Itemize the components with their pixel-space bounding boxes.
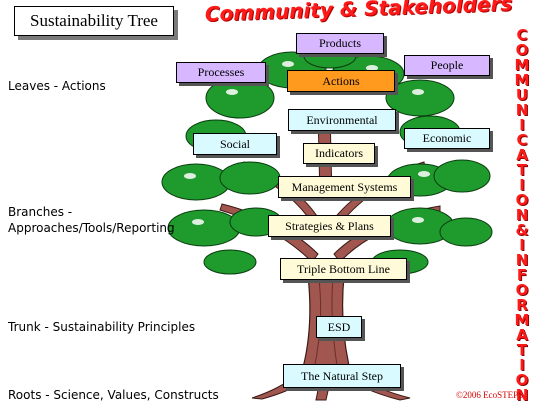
vertical-banner-letter: O bbox=[515, 191, 529, 209]
label-leaves: Leaves - Actions bbox=[8, 79, 106, 93]
label-branches-line2: Approaches/Tools/Reporting bbox=[8, 221, 175, 235]
vertical-banner-letter: A bbox=[516, 326, 528, 344]
label-roots: Roots - Science, Values, Constructs bbox=[8, 388, 219, 402]
vertical-banner-letter: I bbox=[519, 176, 525, 194]
label-branches-line1: Branches - bbox=[8, 205, 73, 219]
node-natural-step: The Natural Step bbox=[283, 364, 401, 388]
vertical-banner-letter: T bbox=[516, 161, 528, 179]
vertical-banner-letter: A bbox=[516, 146, 528, 164]
vertical-banner-letter: O bbox=[515, 371, 529, 389]
vertical-banner-letter: U bbox=[515, 86, 529, 104]
vertical-banner-letter: M bbox=[514, 311, 530, 329]
vertical-banner-letter: R bbox=[516, 296, 528, 314]
vertical-banner-letter: N bbox=[515, 251, 529, 269]
node-triple-bottom-line: Triple Bottom Line bbox=[280, 258, 407, 280]
tree-foliage bbox=[161, 43, 493, 275]
node-strategies-plans: Strategies & Plans bbox=[268, 215, 391, 237]
node-economic: Economic bbox=[404, 128, 490, 149]
node-management-systems: Management Systems bbox=[278, 176, 411, 198]
vertical-banner-letter: C bbox=[516, 131, 528, 149]
vertical-banner-letter: N bbox=[515, 386, 529, 404]
node-environmental: Environmental bbox=[288, 109, 396, 131]
vertical-banner-letter: M bbox=[514, 56, 530, 74]
node-indicators: Indicators bbox=[303, 143, 375, 164]
node-people: People bbox=[404, 55, 490, 76]
vertical-banner-letter: & bbox=[515, 221, 529, 239]
copyright-text: ©2006 EcoSTEPS bbox=[456, 390, 524, 400]
vertical-banner-letter: O bbox=[515, 281, 529, 299]
vertical-banner-letter: N bbox=[515, 101, 529, 119]
vertical-banner-letter: T bbox=[516, 341, 528, 359]
node-esd: ESD bbox=[316, 316, 362, 338]
vertical-banner-letter: N bbox=[515, 206, 529, 224]
vertical-banner-letter: M bbox=[514, 71, 530, 89]
node-actions: Actions bbox=[287, 70, 395, 92]
node-products: Products bbox=[296, 33, 384, 54]
vertical-banner-letter: F bbox=[516, 266, 528, 284]
diagram-title: Sustainability Tree bbox=[14, 6, 174, 36]
vertical-banner-letter: I bbox=[519, 236, 525, 254]
node-processes: Processes bbox=[176, 62, 266, 83]
node-social: Social bbox=[193, 133, 277, 155]
vertical-banner-letter: I bbox=[519, 356, 525, 374]
label-trunk: Trunk - Sustainability Principles bbox=[8, 320, 196, 334]
vertical-banner-letter: C bbox=[516, 26, 528, 44]
vertical-banner-letter: I bbox=[519, 116, 525, 134]
vertical-banner-letter: O bbox=[515, 41, 529, 59]
tree-foliage-highlights bbox=[184, 61, 430, 225]
